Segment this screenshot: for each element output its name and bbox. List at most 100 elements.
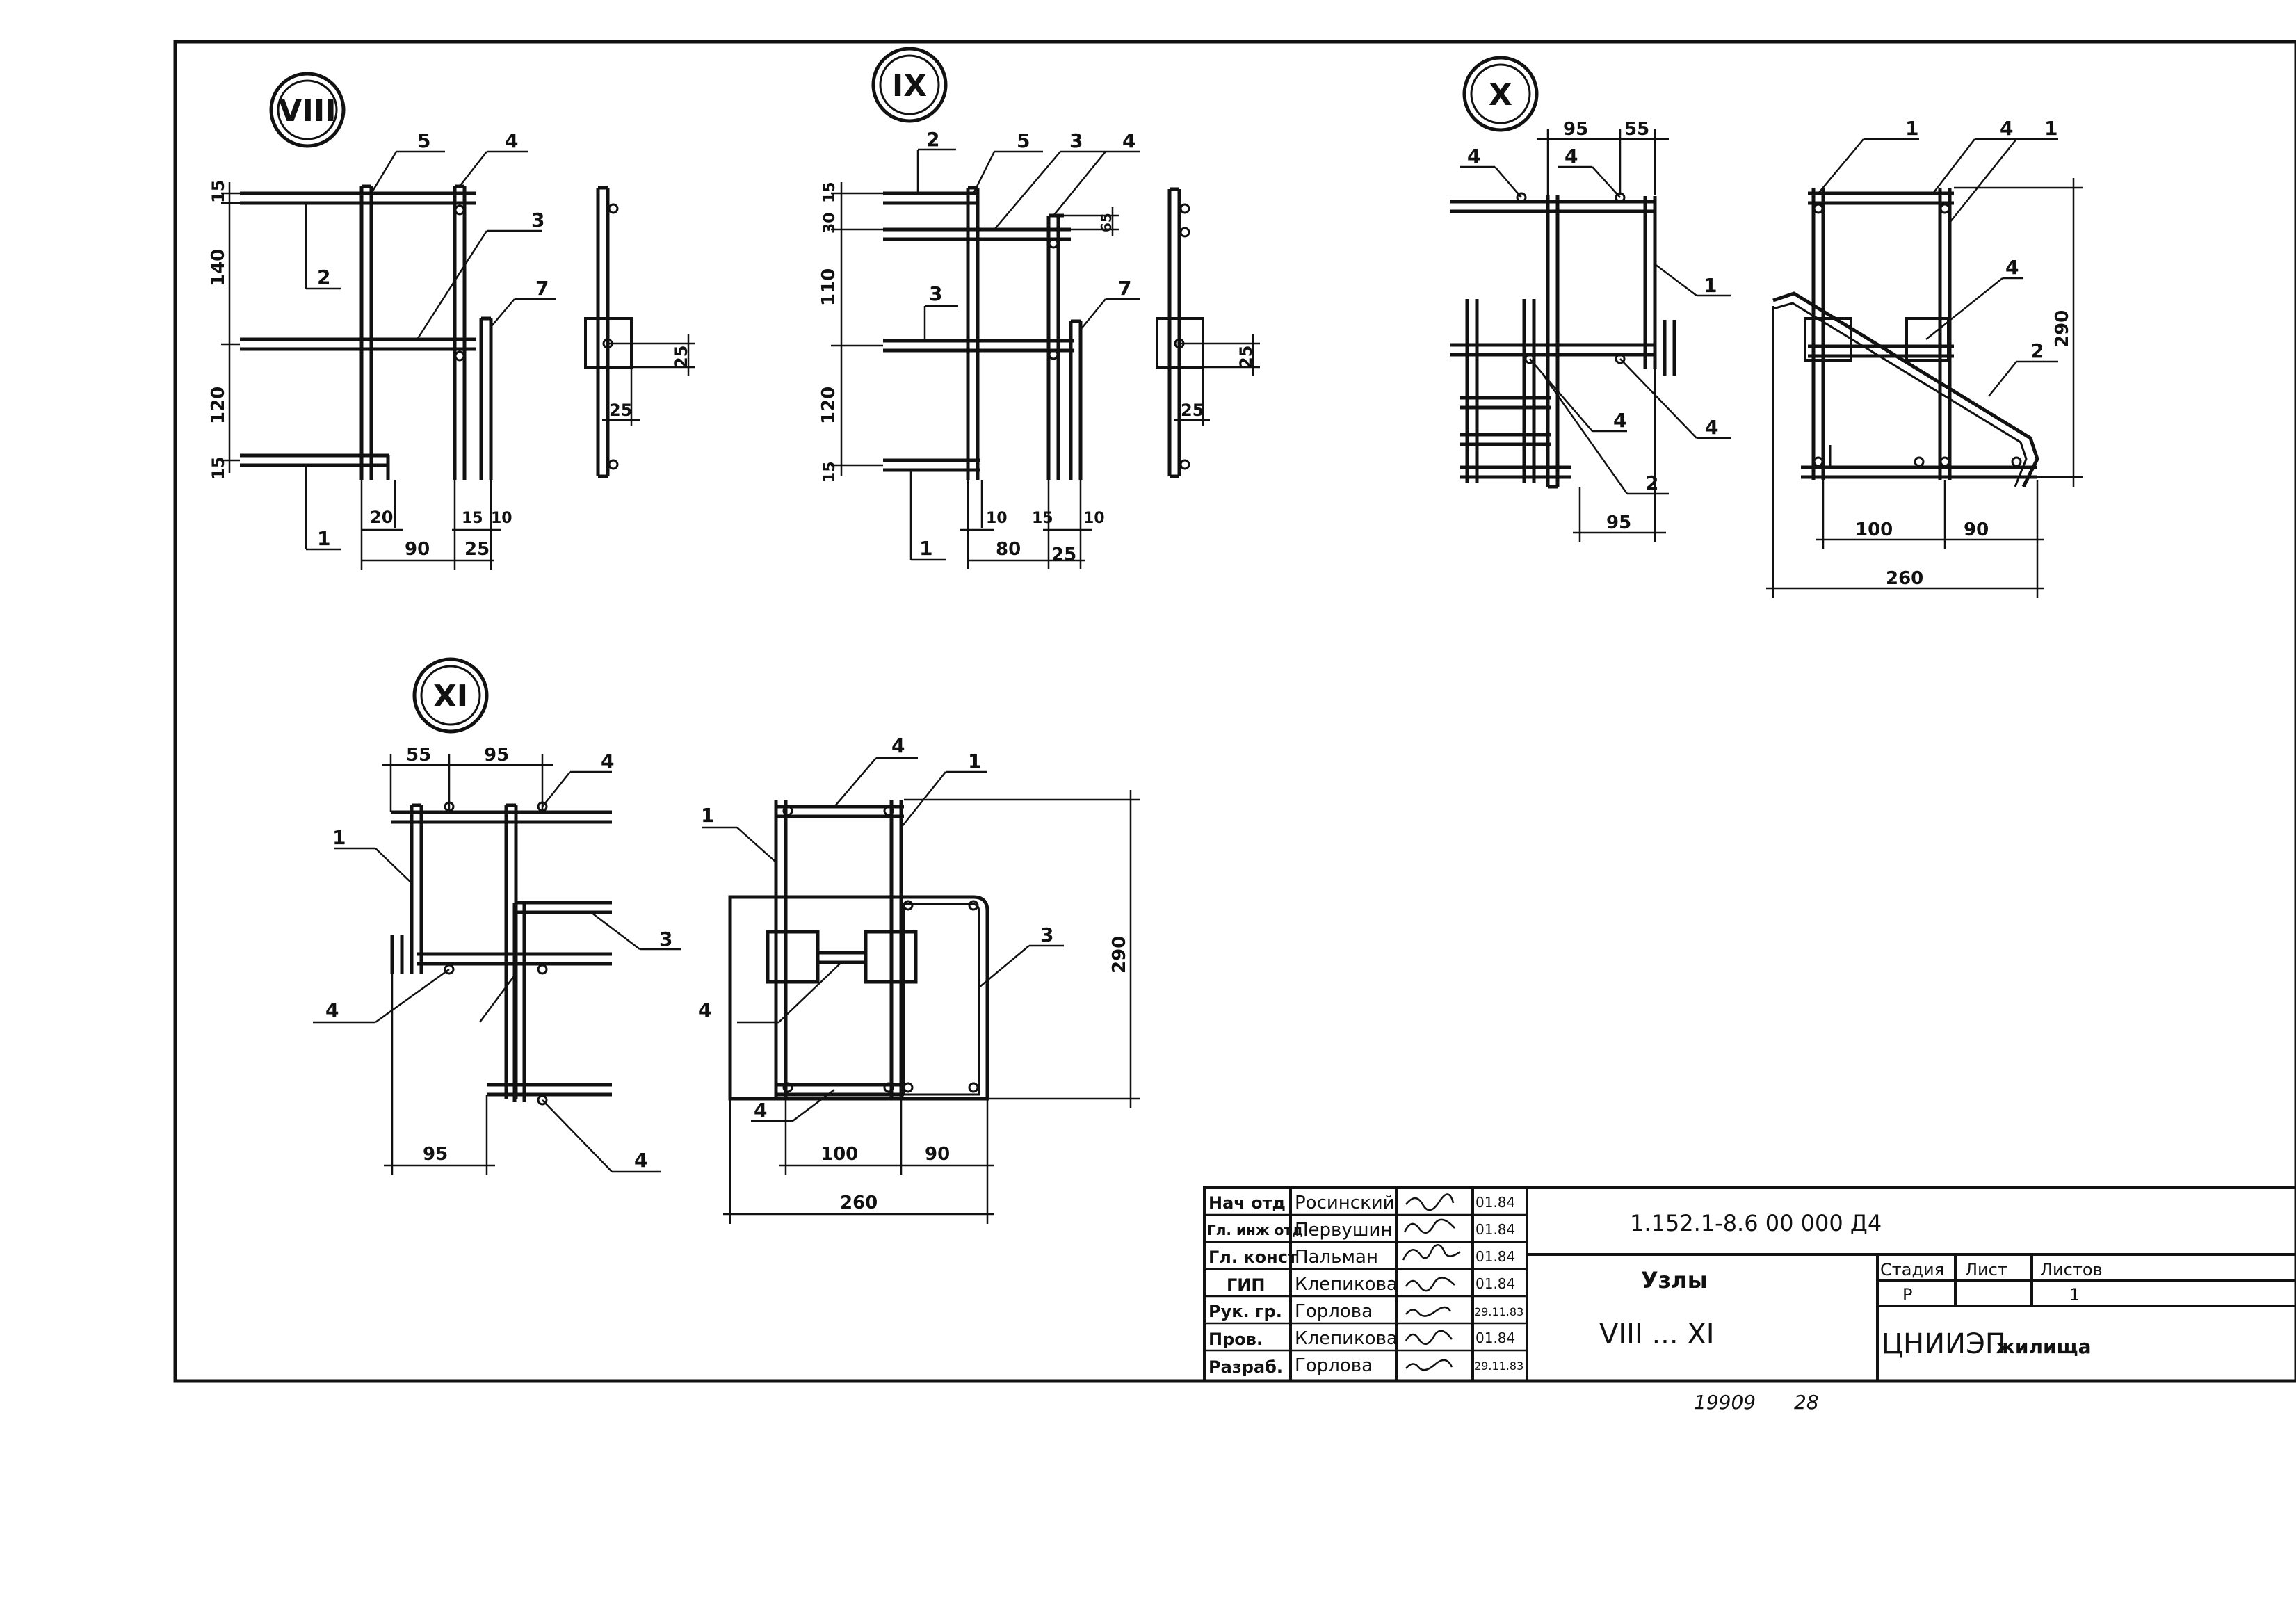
dim-ix-side-25b: 25 [1181,401,1204,420]
dim-ix-25: 25 [1051,544,1076,565]
callout-xi-plan-1a: 1 [701,804,714,827]
dim-viii-10: 10 [491,510,512,527]
callout-xi-3: 3 [659,928,672,951]
callout-x-plan-4b: 4 [2005,256,2019,279]
dim-viii-15-top: 15 [209,180,228,203]
callout-ix-1: 1 [919,537,932,560]
callout-ix-3a: 3 [1069,129,1083,152]
title-block: Нач отд Гл. инж отд Гл. конст ГИП Рук. г… [1203,1186,2296,1382]
tb-role-4: Рук. гр. [1208,1302,1282,1321]
dim-ix-side-25a: 25 [1236,346,1256,369]
dim-ix-110: 110 [818,268,839,306]
callout-x-2: 2 [1645,471,1658,494]
node-xi-marker [412,657,489,734]
dim-viii-15: 15 [462,510,483,527]
dim-ix-15-bot: 15 [821,461,839,483]
dim-viii-120: 120 [208,387,229,424]
callout-viii-1: 1 [317,527,330,550]
callout-x-4b: 4 [1565,145,1578,168]
tb-date-4: 29.11.83 [1474,1305,1523,1318]
callout-ix-4: 4 [1122,129,1135,152]
tb-organization: ЦНИИЭП [1882,1328,2006,1360]
dim-viii-20: 20 [370,508,393,527]
node-ix-side-view [1156,187,1204,478]
dim-xi-plan-290: 290 [1109,936,1130,974]
callout-xi-4a: 4 [601,750,614,773]
tb-role-5: Пров. [1208,1330,1263,1349]
dim-x-plan-290: 290 [2052,310,2073,348]
dim-viii-side-25b: 25 [609,401,632,420]
tb-name-6: Горлова [1295,1355,1373,1376]
dim-viii-15-bot: 15 [209,457,228,480]
tb-stage-value: Р [1902,1285,1912,1305]
callout-x-1: 1 [1704,274,1717,297]
dim-ix-10b: 10 [1083,510,1105,527]
tb-role-3: ГИП [1227,1275,1265,1295]
callout-viii-2: 2 [317,266,330,289]
callout-xi-plan-4a: 4 [891,734,905,757]
tb-sheet-value: 1 [2069,1285,2080,1305]
node-viii: VIII [208,72,695,570]
dim-viii-140: 140 [208,249,229,286]
callout-viii-3: 3 [531,209,544,232]
callout-xi-1: 1 [332,826,346,849]
tb-date-2: 01.84 [1476,1248,1515,1265]
node-viii-marker [269,72,346,148]
tb-sheet-subtitle: VIII ... XI [1599,1318,1715,1350]
sheet-frame [173,40,2296,1383]
callout-x-4d: 4 [1705,416,1718,439]
tb-name-0: Росинский [1295,1193,1395,1213]
tb-role-0: Нач отд [1208,1193,1286,1213]
tb-date-3: 01.84 [1476,1275,1515,1292]
dim-ix-15: 15 [1032,510,1053,527]
dim-viii-side-25a: 25 [672,346,691,369]
callout-x-plan-2: 2 [2030,339,2044,362]
footer-number: 19909 [1694,1391,1756,1414]
node-viii-side-view [584,186,633,478]
node-x: X [1450,56,2083,598]
tb-name-2: Пальман [1295,1247,1378,1268]
callout-xi-plan-4c: 4 [754,1099,767,1122]
callout-xi-plan-1b: 1 [968,750,981,773]
dim-ix-80: 80 [996,539,1021,560]
dim-xi-55: 55 [406,745,431,766]
dim-ix-15-top: 15 [821,181,839,203]
tb-name-4: Горлова [1295,1301,1373,1322]
tb-sheets-header: Листов [2040,1260,2103,1279]
node-x-plan-view [1772,188,2039,488]
callout-x-plan-1a: 1 [1905,117,1918,140]
dim-ix-120: 120 [818,387,839,424]
callout-xi-plan-3: 3 [1040,923,1053,946]
callout-xi-plan-4b: 4 [698,999,711,1022]
dim-x-plan-100: 100 [1855,519,1893,540]
callout-ix-3b: 3 [929,282,942,305]
callout-ix-2: 2 [926,128,939,151]
callout-viii-4: 4 [505,129,518,152]
node-viii-label: VIII [278,93,336,129]
dim-xi-95: 95 [484,745,509,766]
dim-ix-65: 65 [1098,213,1115,232]
tb-sheet-header: Лист [1965,1260,2007,1279]
dim-x-95-bottom: 95 [1606,512,1631,533]
dim-x-plan-90: 90 [1964,519,1989,540]
dim-viii-25: 25 [464,539,490,560]
footer-page: 28 [1794,1391,1819,1414]
tb-role-2: Гл. конст [1208,1247,1297,1267]
callout-x-4a: 4 [1467,145,1480,168]
node-xi-label: XI [433,679,468,714]
dim-xi-plan-90: 90 [925,1144,950,1165]
dim-xi-95-bottom: 95 [423,1144,448,1165]
tb-doc-code: 1.152.1-8.6 00 000 Д4 [1630,1210,1882,1236]
dim-xi-plan-100: 100 [820,1144,858,1165]
tb-name-3: Клепикова [1295,1274,1398,1295]
dim-ix-30: 30 [821,212,839,234]
tb-date-1: 01.84 [1476,1221,1515,1238]
tb-name-1: Первушин [1295,1220,1392,1241]
callout-x-plan-1b: 1 [2044,117,2057,140]
dim-x-plan-260: 260 [1886,568,1923,589]
node-ix: IX [818,47,1260,569]
dim-viii-90: 90 [405,539,430,560]
tb-role-1: Гл. инж отд [1207,1222,1303,1238]
callout-ix-5: 5 [1017,129,1030,152]
